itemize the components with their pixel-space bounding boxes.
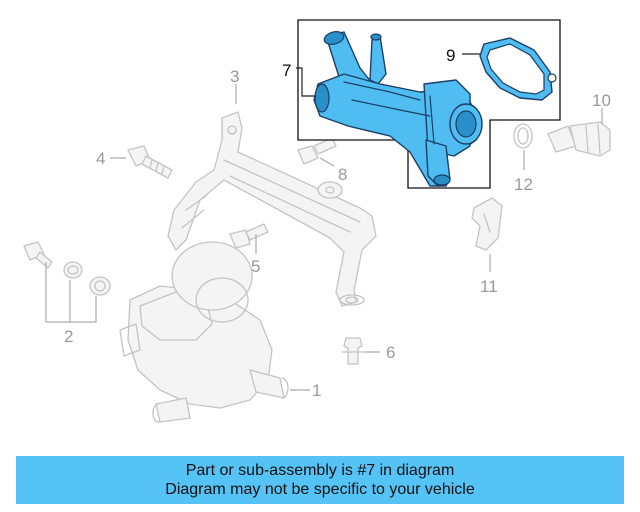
part-12-o-ring: [513, 123, 533, 149]
banner-line-disclaimer: Diagram may not be specific to your vehi…: [165, 481, 475, 498]
part-10-temperature-sensor: [547, 121, 611, 157]
label-part-8: 8: [338, 165, 347, 184]
part-8-bolt: [297, 137, 337, 165]
part-2-fasteners: [23, 241, 111, 296]
leader-lines: [45, 53, 603, 391]
label-part-4: 4: [96, 149, 105, 168]
label-part-3: 3: [230, 67, 239, 86]
part-6-clip: [341, 337, 365, 365]
part-1-water-pump: [119, 241, 289, 423]
part-11-clip: [471, 197, 503, 251]
part-3-bracket: [167, 111, 377, 307]
part-7-thermostat-housing: [313, 31, 483, 187]
label-part-9: 9: [446, 46, 455, 65]
label-part-6: 6: [386, 343, 395, 362]
label-part-7: 7: [282, 61, 291, 80]
part-4-bolt: [127, 145, 173, 179]
part-5-bolt: [229, 223, 269, 249]
label-part-5: 5: [251, 257, 260, 276]
label-part-1: 1: [312, 381, 321, 400]
label-part-11: 11: [480, 277, 498, 296]
label-part-12: 12: [514, 175, 533, 194]
label-part-10: 10: [592, 91, 611, 110]
banner-line-part: Part or sub-assembly is #7 in diagram: [185, 462, 455, 479]
label-part-2: 2: [64, 327, 73, 346]
part-9-gasket: [479, 37, 557, 101]
info-banner: Part or sub-assembly is #7 in diagram Di…: [16, 456, 624, 504]
